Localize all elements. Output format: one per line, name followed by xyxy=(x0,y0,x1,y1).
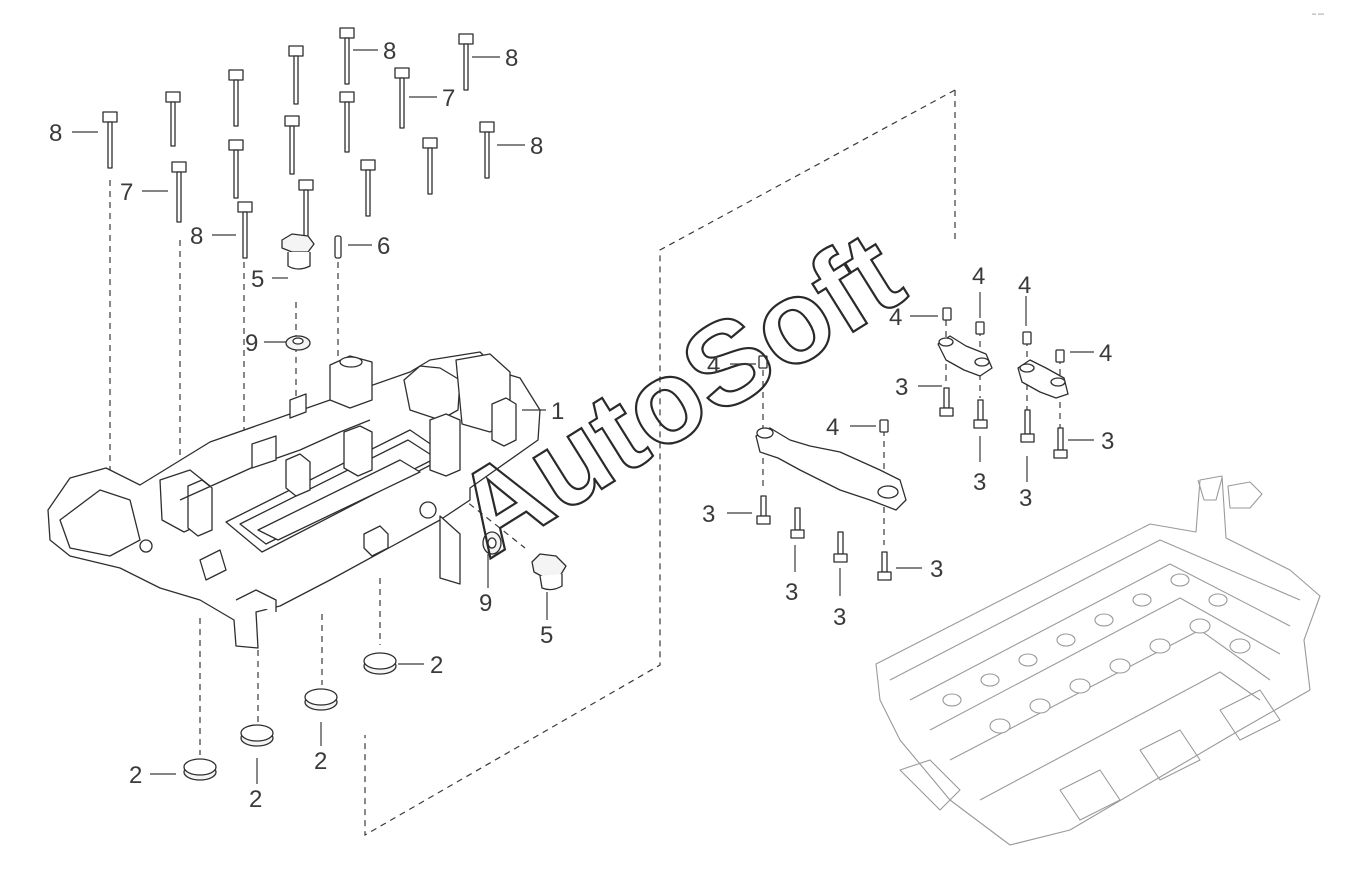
plug xyxy=(240,724,274,747)
callout-bolt: 7 xyxy=(442,85,455,112)
callout-housing: 1 xyxy=(551,398,564,425)
callout-bolt: 8 xyxy=(505,45,518,72)
callout-screw: 3 xyxy=(833,604,846,631)
cylinder-head-reference xyxy=(875,475,1321,846)
callout-bolt: 8 xyxy=(190,223,203,250)
callout-seal: 9 xyxy=(479,590,492,617)
callout-screw: 3 xyxy=(1101,428,1114,455)
plug xyxy=(363,652,397,675)
seal-ring xyxy=(285,335,311,351)
callout-screw: 3 xyxy=(973,469,986,496)
plug xyxy=(183,758,217,781)
callout-bolt: 8 xyxy=(530,133,543,160)
callout-bolt: 8 xyxy=(383,38,396,65)
bolt xyxy=(284,115,300,175)
bearing-cap-rear xyxy=(1017,359,1069,399)
bolt xyxy=(339,91,355,153)
bolt xyxy=(165,91,181,147)
camshaft-housing xyxy=(47,351,541,649)
bearing-cap-front xyxy=(755,427,907,511)
callout-screw: 3 xyxy=(1019,485,1032,512)
callout-screw: 3 xyxy=(930,556,943,583)
callout-dowel: 4 xyxy=(707,352,720,379)
callout-screw: 3 xyxy=(785,579,798,606)
bolt xyxy=(479,121,495,179)
flange-bolts xyxy=(102,27,495,259)
callout-cap: 5 xyxy=(251,266,264,293)
corner-mark: ▫▫ ▫▫▫ xyxy=(1312,12,1324,18)
bolt xyxy=(360,159,376,217)
bolt xyxy=(422,137,438,195)
callout-bolt: 8 xyxy=(49,120,62,147)
plug xyxy=(304,688,338,711)
bolt xyxy=(288,45,304,105)
bolt xyxy=(228,139,244,199)
callout-dowel: 4 xyxy=(972,263,985,290)
callout-plug: 2 xyxy=(249,786,262,813)
leader-lines xyxy=(72,49,1094,784)
callout-screw: 3 xyxy=(895,374,908,401)
bolt xyxy=(298,179,314,239)
dowel-sleeves xyxy=(758,307,1065,433)
callout-pin: 6 xyxy=(377,233,390,260)
callout-dowel: 4 xyxy=(1018,272,1031,299)
oil-cap xyxy=(281,233,315,270)
bolt xyxy=(394,67,410,129)
callout-seal: 9 xyxy=(245,330,258,357)
bearing-cap-mid xyxy=(937,335,993,377)
bolt xyxy=(339,27,355,85)
oil-cap xyxy=(531,553,567,591)
alignment-lines xyxy=(109,180,1061,755)
callout-dowel: 4 xyxy=(826,414,839,441)
callout-dowel: 4 xyxy=(889,304,902,331)
bolt xyxy=(102,111,118,169)
callout-dowel: 4 xyxy=(1099,340,1112,367)
bolt xyxy=(458,33,474,91)
seal-ring xyxy=(482,531,502,555)
bolt xyxy=(228,69,244,127)
callout-bolt: 7 xyxy=(120,179,133,206)
bolt xyxy=(171,161,187,223)
callout-plug: 2 xyxy=(129,762,142,789)
assembly-boundary xyxy=(364,89,956,837)
bolt xyxy=(237,201,253,259)
callout-plug: 2 xyxy=(430,652,443,679)
dowel-pin xyxy=(334,235,342,259)
callouts: 8 7 8 8 7 8 8 6 5 9 1 9 5 2 2 2 2 4 4 4 … xyxy=(49,38,1114,813)
callout-screw: 3 xyxy=(702,501,715,528)
callout-plug: 2 xyxy=(314,748,327,775)
callout-cap: 5 xyxy=(540,622,553,649)
cap-screws xyxy=(756,387,1068,581)
